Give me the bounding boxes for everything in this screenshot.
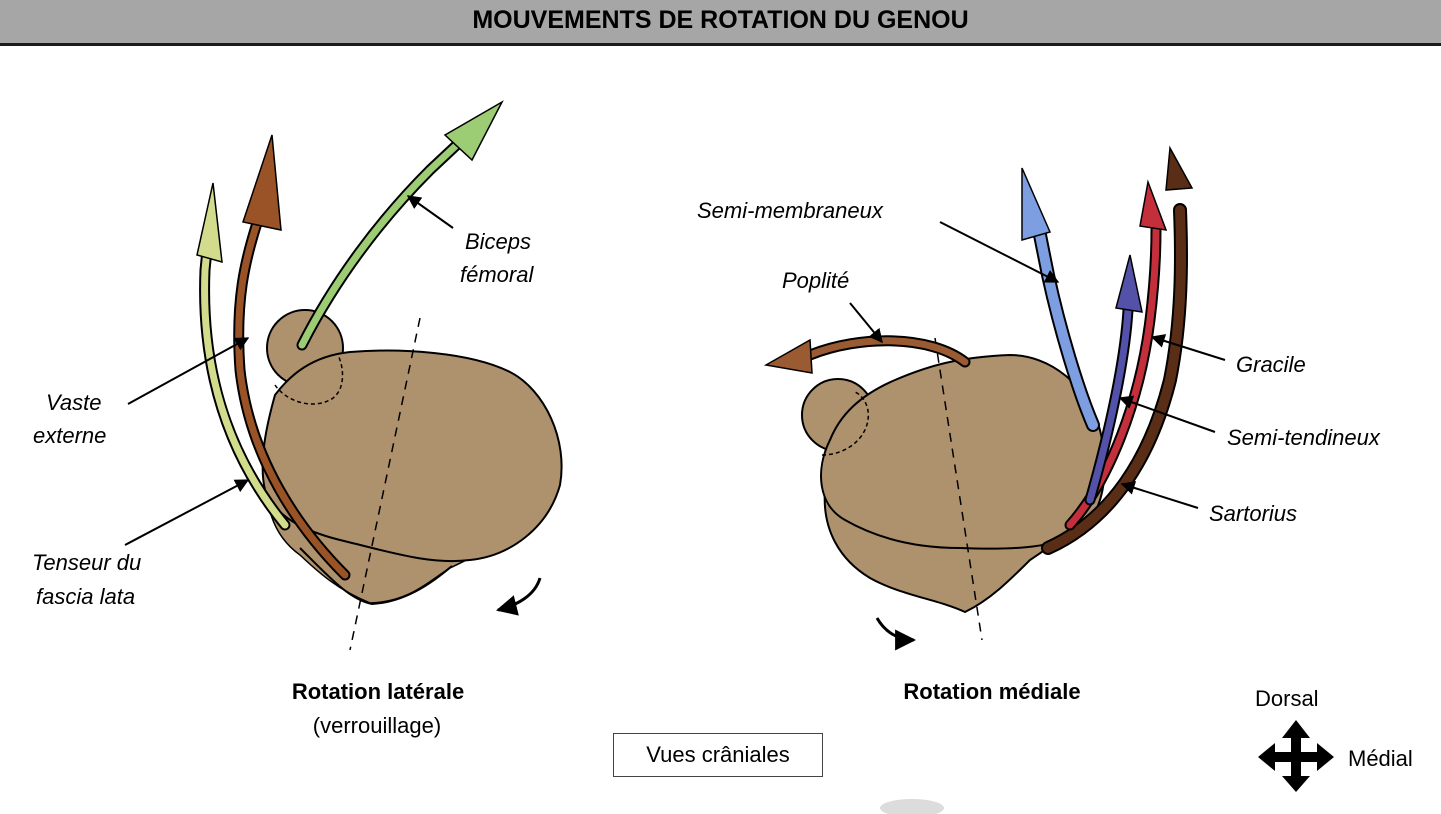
semi-tendineux-arrowhead (1115, 254, 1143, 313)
right-axis-line (934, 337, 983, 641)
label-biceps-line1: Biceps (465, 229, 531, 254)
watermark-smudge (880, 799, 944, 814)
caption-rotation-laterale: Rotation latérale (292, 679, 464, 704)
orientation-indicator: Dorsal Médial (1255, 686, 1413, 792)
biceps-arrowhead (443, 100, 504, 162)
label-vaste-line1: Vaste (46, 390, 101, 415)
label-semi-membraneux: Semi-membraneux (697, 198, 884, 223)
label-sartorius: Sartorius (1209, 501, 1297, 526)
label-tenseur-line1: Tenseur du (32, 550, 141, 575)
caption-verrouillage: (verrouillage) (313, 713, 441, 738)
poplite-arrowhead (763, 338, 813, 374)
orientation-dorsal-label: Dorsal (1255, 686, 1319, 711)
label-gracile: Gracile (1236, 352, 1306, 377)
orientation-medial-label: Médial (1348, 746, 1413, 771)
label-semi-tendineux: Semi-tendineux (1227, 425, 1381, 450)
left-rotation-arrow (495, 577, 542, 616)
title-bar: MOUVEMENTS DE ROTATION DU GENOU (0, 0, 1441, 46)
right-femur-shape (820, 353, 1106, 550)
biceps-femoral-muscle (296, 134, 468, 351)
vaste-arrowhead (242, 134, 282, 231)
left-axis-line (349, 317, 421, 651)
label-vaste-line2: externe (33, 423, 106, 448)
caption-rotation-mediale: Rotation médiale (903, 679, 1080, 704)
label-tenseur-line2: fascia lata (36, 584, 135, 609)
views-box-label: Vues crâniales (613, 733, 823, 777)
page-title: MOUVEMENTS DE ROTATION DU GENOU (472, 6, 969, 34)
gracile-arrowhead (1139, 179, 1168, 231)
label-biceps-line2: fémoral (460, 262, 534, 287)
left-knee-view: Biceps fémoral Vaste externe Tenseur du … (32, 100, 563, 738)
semi-membraneux-arrowhead (1021, 167, 1052, 241)
label-poplite: Poplité (782, 268, 849, 293)
four-way-arrow-icon (1258, 720, 1334, 792)
tenseur-arrowhead (196, 182, 223, 264)
right-knee-view: Semi-membraneux Poplité Gracile Semi-ten… (697, 145, 1381, 704)
right-rotation-arrow (875, 617, 917, 651)
sartorius-arrowhead (1165, 145, 1194, 191)
